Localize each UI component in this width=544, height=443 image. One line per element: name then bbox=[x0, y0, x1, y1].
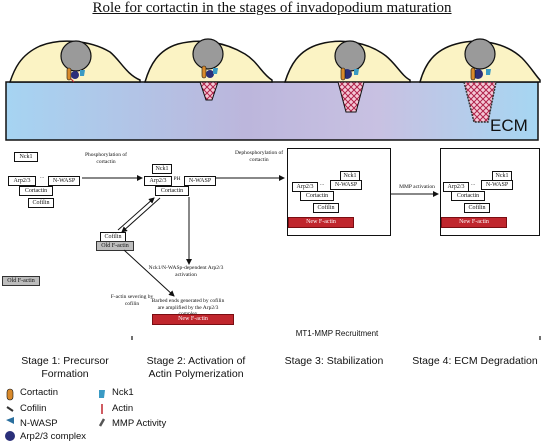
stage-2-line2: Actin Polymerization bbox=[148, 368, 244, 380]
old-factin-box: Old F-actin bbox=[2, 276, 40, 286]
nucleus bbox=[464, 38, 496, 70]
stage-1-title: Stage 1: Precursor Formation bbox=[0, 355, 130, 381]
arp23-icon bbox=[5, 431, 15, 441]
cortactin-box: Cortactin bbox=[19, 186, 53, 196]
cofilin-to-cortactin-arrow bbox=[117, 197, 155, 231]
dephosphorylation-label: Dephosphorylation of cortactin bbox=[234, 150, 284, 163]
nwasp-icon bbox=[6, 417, 14, 424]
stage-3-title: Stage 3: Stabilization bbox=[268, 355, 400, 368]
legend-nck1: Nck1 bbox=[112, 387, 134, 398]
new-factin-bar: New F-actin bbox=[441, 217, 507, 228]
arp23-box: Arp2/3 bbox=[144, 176, 172, 186]
phosphorylation-label: Phosphorylation of cortactin bbox=[84, 152, 127, 165]
nucleus bbox=[192, 38, 224, 70]
flow-arrows bbox=[82, 175, 541, 340]
severing-label: F-actin severing by cofilin bbox=[110, 294, 154, 307]
legend-arp23: Arp2/3 complex bbox=[20, 431, 87, 442]
cortactin-box: Cortactin bbox=[300, 191, 334, 201]
nck1-icon bbox=[99, 390, 105, 398]
cofilin-icon bbox=[6, 406, 14, 412]
new-factin-bar: New F-actin bbox=[152, 314, 234, 325]
mmp-icon bbox=[98, 418, 106, 427]
stage-3-line1: Stage 3: Stabilization bbox=[284, 355, 384, 367]
mt1-mmp-label: MT1-MMP Recruitment bbox=[295, 329, 379, 338]
cofilin-box: Cofilin bbox=[313, 203, 339, 213]
legend-mmp: MMP Activity bbox=[112, 418, 167, 429]
old-factin-box: Old F-actin bbox=[96, 241, 134, 251]
ecm-label: ECM bbox=[490, 116, 528, 135]
new-factin-bar: New F-actin bbox=[288, 217, 354, 228]
nwasp-box: N-WASP bbox=[48, 176, 80, 186]
mmp-activation-label: MMP activation bbox=[399, 184, 435, 190]
legend-cofilin: Cofilin bbox=[20, 403, 47, 414]
stage-2-title: Stage 2: Activation of Actin Polymerizat… bbox=[130, 355, 262, 381]
cell-stage-1 bbox=[8, 40, 141, 83]
cell-ecm-illustration bbox=[5, 38, 541, 141]
nck1-dependent-label: Nck1/N-WASp-dependent Arp2/3 activation bbox=[148, 265, 224, 278]
ph-text: PH bbox=[173, 176, 181, 182]
stage-4-line1: Stage 4: ECM Degradation bbox=[412, 355, 538, 367]
cell-stage-4 bbox=[419, 38, 541, 123]
legend-actin: Actin bbox=[112, 403, 134, 414]
dots-text: ... bbox=[319, 181, 325, 187]
dots-text: ... bbox=[39, 174, 45, 180]
nwasp-box: N-WASP bbox=[330, 180, 362, 190]
nck1-box: Nck1 bbox=[14, 152, 38, 162]
nck1-box: Nck1 bbox=[152, 164, 172, 174]
nwasp-box: N-WASP bbox=[481, 180, 513, 190]
nucleus bbox=[334, 40, 366, 72]
stage-1-line2: Formation bbox=[41, 368, 89, 380]
cortactin-box: Cortactin bbox=[155, 186, 189, 196]
legend-icons bbox=[5, 388, 106, 441]
legend-cortactin: Cortactin bbox=[20, 387, 59, 398]
ecm-layer bbox=[5, 81, 539, 141]
nwasp-box: N-WASP bbox=[184, 176, 216, 186]
cell-stage-2 bbox=[143, 38, 273, 101]
legend-nwasp: N-WASP bbox=[20, 418, 58, 429]
cortactin-to-cofilin-arrow bbox=[121, 197, 161, 233]
stage-1-line1: Stage 1: Precursor bbox=[21, 355, 109, 367]
cortactin-icon bbox=[6, 388, 14, 401]
cortactin-box: Cortactin bbox=[451, 191, 485, 201]
stage-4-title: Stage 4: ECM Degradation bbox=[406, 355, 544, 368]
nucleus bbox=[60, 40, 92, 72]
stage-2-line1: Stage 2: Activation of bbox=[146, 355, 246, 367]
cofilin-box: Cofilin bbox=[464, 203, 490, 213]
arp23-box: Arp2/3 bbox=[8, 176, 36, 186]
cofilin-box: Cofilin bbox=[28, 198, 54, 208]
cell-stage-3 bbox=[283, 40, 411, 113]
dots-text: ... bbox=[470, 181, 476, 187]
figure-title: Role for cortactin in the stages of inva… bbox=[92, 0, 452, 16]
severing-arrow bbox=[123, 249, 175, 297]
